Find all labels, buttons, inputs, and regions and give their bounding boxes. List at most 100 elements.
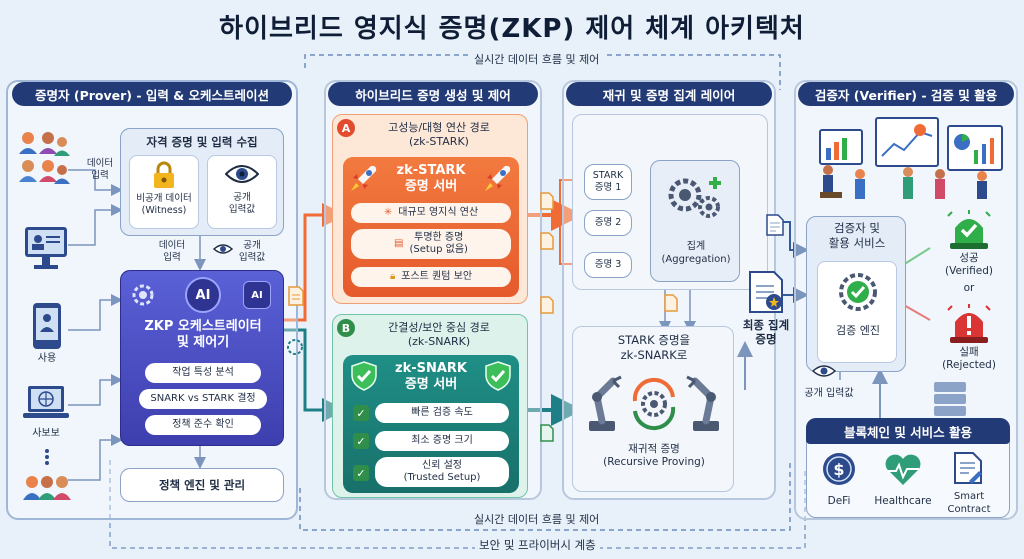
prover-header: 증명자 (Prover) - 입력 & 오케스트레이션 [12,82,292,106]
ai-head-icon: AI [243,281,271,309]
blockchain-title: 블록체인 및 서비스 활용 [806,418,1010,444]
verify-engine-label: 검증 엔진 [836,324,880,337]
stark-server-box: zk-STARK 증명 서버 ✳ 대규모 영지식 연산 ▤ 투명한 증명 (Se… [343,157,519,297]
document-icon: ▤ [394,238,404,249]
stark-item-compute-label: 대규모 영지식 연산 [398,207,479,218]
witness-label: 비공개 데이터 (Witness) [136,193,192,216]
robot-arms-icon [589,375,719,431]
verifier-header: 검증자 (Verifier) - 검증 및 활용 [798,82,1014,106]
stark-server-title: zk-STARK 증명 서버 [396,163,466,195]
snark-item-speed: 빠른 검증 속도 [375,403,509,423]
aggregation-label: 집계 (Aggregation) [661,241,731,265]
success-label: 성공 (Verified) [945,252,993,278]
snark-server-title: zk-SNARK 증명 서버 [395,361,467,393]
document-icon-c [540,296,554,314]
eye-small-icon [213,244,233,254]
aggregation-node: 집계 (Aggregation) [650,160,740,282]
proof-1-label: STARK 증명 1 [592,170,624,193]
stark-item-transparent-label: 투명한 증명 (Setup 없음) [409,232,468,255]
padlock-icon: 🔒︎ [389,271,396,282]
document-icon-a [540,192,554,210]
boss-label: 사보보 [32,428,60,439]
eye-public-icon [812,365,836,377]
document-icon-final [766,214,784,236]
proof-2-label: 증명 2 [594,217,622,229]
smart-contract-icon [954,452,982,484]
defi-label: DeFi [827,495,851,507]
fail-label: 실패 (Rejected) [942,346,996,372]
users-group-icon [19,132,70,184]
shield-check-icon-right [485,361,511,391]
collection-title: 자격 증명 및 입력 수집 [146,135,258,149]
policy-engine-box: 정책 엔진 및 관리 [120,468,284,502]
stark-item-quantum-label: 포스트 퀀텀 보안 [401,271,473,282]
path-a-box: A 고성능/대형 연산 경로 (zk-STARK) zk-STARK 증명 서버… [332,114,528,304]
healthcare-heart-icon [885,454,921,485]
orchestrator-item-decision: SNARK vs STARK 결정 [139,389,267,409]
link-icon [287,339,303,355]
smart-contract-label: Smart Contract [947,491,991,515]
recursive-label: 재귀적 증명 (Recursive Proving) [603,443,705,469]
orchestrator-title: ZKP 오케스트레이터 및 제어기 [144,319,262,351]
proof-2-box: 증명 2 [584,210,632,236]
network-icon: ✳ [383,207,393,218]
path-b-box: B 간결성/보안 중심 경로 (zk-SNARK) zk-SNARK 증명 서버… [332,314,528,498]
orchestrator-box: AI AI ZKP 오케스트레이터 및 제어기 작업 특성 분석 SNARK v… [120,270,284,446]
stark-item-transparent: ▤ 투명한 증명 (Setup 없음) [351,229,511,259]
public-input-tile: 공개 입력값 [207,155,277,229]
orchestrator-item-analysis: 작업 특성 분석 [145,363,261,383]
recursive-title: STARK 증명을 zk-SNARK로 [617,333,691,362]
ai-chip-icon: AI [185,277,221,313]
snark-item-setup: 신뢰 설정 (Trusted Setup) [375,457,509,487]
check-icon-2: ✓ [353,433,369,449]
gear-icon [132,284,154,306]
document-icon-d [540,424,554,442]
path-b-letter: B [337,319,355,337]
laptop-globe-icon [23,386,69,418]
blockchain-box: 블록체인 및 서비스 활용 $ DeFi Healthcare Smart Co… [806,418,1010,518]
rocket-icon-left [351,165,377,191]
rocket-icon-right [485,165,511,191]
snark-item-size: 최소 증명 크기 [375,431,509,451]
eye-icon [225,165,259,183]
verifier-service-title: 검증자 및 활용 서비스 [828,221,886,250]
proof-1-box: STARK 증명 1 [584,164,632,200]
users-group-bottom-icon [23,476,71,500]
aggregation-header: 재귀 및 증명 집계 레이어 [566,82,772,106]
path-a-title: 고성능/대형 연산 경로 (zk-STARK) [388,121,490,149]
desktop-id-icon [25,227,67,269]
path-b-title: 간결성/보안 중심 경로 (zk-SNARK) [388,321,490,349]
ai-chip-label: AI [195,287,211,303]
public-input-label-mid: 공개 입력값 [238,240,266,263]
data-input-label-left: 데이터 입력 [86,158,114,181]
ai-head-label: AI [251,289,263,301]
check-icon-3: ✓ [353,465,369,481]
svg-text:$: $ [833,460,844,479]
stark-item-compute: ✳ 대규모 영지식 연산 [351,203,511,223]
success-siren-icon [947,210,991,249]
credential-collection-box: 자격 증명 및 입력 수집 비공개 데이터 (Witness) 공개 입력값 [120,128,284,236]
final-proof-icon [749,271,783,313]
check-circle-icon [839,273,877,311]
analysts-dashboard-illustration [819,117,1003,199]
verify-engine-box: 검증 엔진 [817,261,897,363]
hybrid-header: 하이브리드 증명 생성 및 제어 [328,82,538,106]
orchestrator-item-policy: 정책 준수 확인 [145,415,261,435]
proof-3-box: 증명 3 [584,252,632,278]
document-icon-b [540,232,554,250]
public-input-label: 공개 입력값 [228,192,256,215]
document-icon-orange [288,286,304,306]
check-icon-1: ✓ [353,405,369,421]
proof-3-label: 증명 3 [594,259,622,271]
or-label: or [963,282,975,294]
stark-item-quantum: 🔒︎ 포스트 퀀텀 보안 [351,267,511,287]
shield-check-icon-left [351,361,377,391]
data-input-label-mid: 데이터 입력 [158,240,186,263]
fail-siren-icon [947,304,991,343]
mobile-phone-icon [33,303,61,349]
path-a-letter: A [337,119,355,137]
security-layer-label: 보안 및 프라이버시 계층 [475,537,600,553]
document-icon-top [664,294,678,312]
final-proof-label: 최종 집계 증명 [742,318,790,347]
healthcare-label: Healthcare [874,495,932,507]
